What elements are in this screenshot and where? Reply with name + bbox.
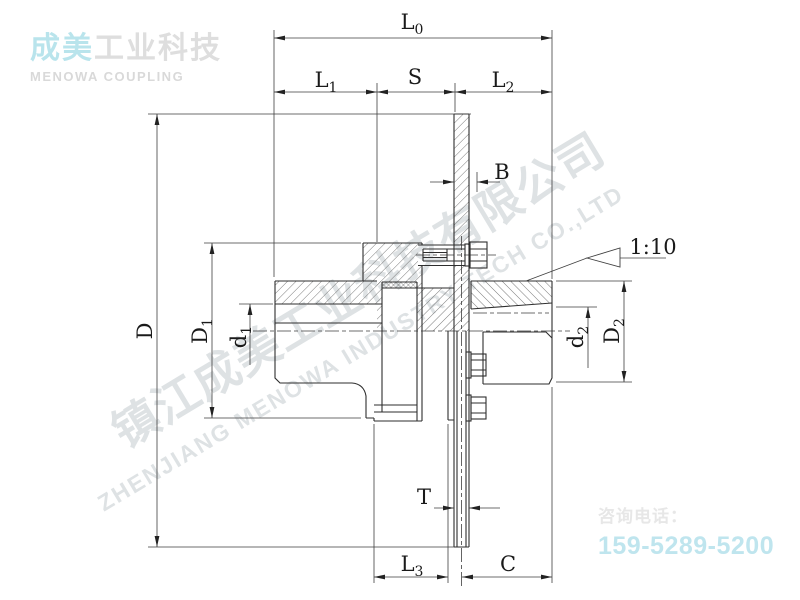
dim-label-s: S: [408, 65, 422, 89]
taper-callout: 1:10: [525, 235, 677, 282]
elastomer-spider-section: [382, 282, 417, 288]
contact-phone: 159-5289-5200: [598, 532, 775, 560]
spider-block-outline: [381, 281, 418, 412]
left-flange-outline: [362, 242, 422, 281]
lower-bolt-1: [465, 351, 487, 379]
dim-label-d1-flange: D1: [188, 318, 216, 344]
dim-label-l0: L0: [401, 10, 424, 38]
dim-label-c: C: [500, 552, 516, 576]
dim-label-d: D: [133, 323, 157, 340]
contact-info: 咨询电话： 159-5289-5200: [598, 508, 774, 559]
dim-label-t: T: [417, 485, 431, 509]
bolt-hole-lines: [418, 244, 465, 267]
brake-disc-hatch-upper: [454, 114, 469, 245]
right-hub-section: [471, 281, 552, 309]
dim-label-l3: L3: [401, 552, 424, 580]
section-hatching: [275, 114, 552, 331]
brand-logo-chinese: 成美工业科技: [30, 34, 222, 64]
right-hub-outline: [447, 280, 553, 421]
contact-label: 咨询电话：: [598, 507, 688, 526]
dimension-labels: L0 L1 S L2 B D D1 d1 d2 D2 T L3 C: [133, 10, 628, 580]
lower-bolt-2: [465, 394, 487, 422]
dim-label-d2-bore: d2: [564, 326, 592, 348]
dim-label-taper: 1:10: [629, 235, 676, 259]
bolt-thread-lines: [423, 249, 448, 261]
dim-label-l1: L1: [315, 68, 338, 96]
dimension-lines: [156, 37, 625, 578]
right-flange-lower: [447, 331, 454, 421]
brand-logo-rest: 工业科技: [94, 32, 222, 65]
dim-label-b: B: [494, 160, 509, 184]
extension-lines: [148, 30, 632, 583]
bolt-hex-head: [469, 241, 488, 269]
dimension-arrowheads: [154, 35, 627, 580]
dim-label-d2-hub: D2: [600, 318, 628, 344]
bore-and-keyway-lines: [275, 303, 382, 324]
taper-bore-line: [470, 302, 553, 310]
dim-label-d1-bore: d1: [227, 326, 255, 348]
top-bolt: [422, 241, 488, 269]
dim-label-l2: L2: [492, 68, 515, 96]
brake-disc-hatch-lower: [454, 266, 469, 331]
centerlines: [253, 236, 570, 587]
brand-logo-english: MENOWA COUPLING: [30, 69, 185, 84]
left-hub-outline: [274, 242, 465, 422]
brand-logo: 成美工业科技 MENOWA COUPLING: [30, 34, 222, 84]
brand-logo-accent: 成美: [30, 32, 94, 65]
taper-symbol: [585, 247, 621, 268]
